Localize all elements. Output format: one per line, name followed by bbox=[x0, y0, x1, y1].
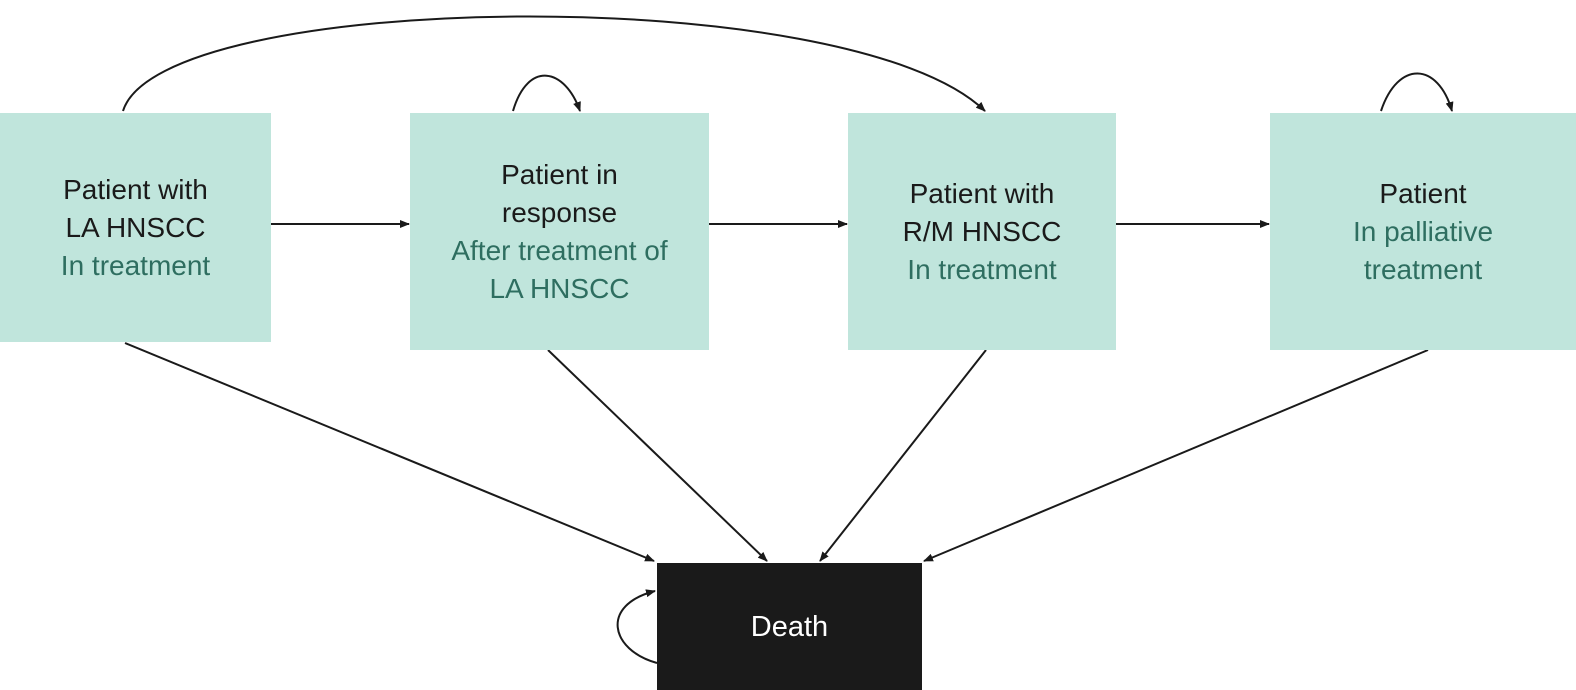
state-rm-hnscc-line-1: Patient with bbox=[909, 177, 1055, 209]
state-la-hnscc-sub-line-1: In treatment bbox=[60, 249, 211, 281]
arrow-death-to-death bbox=[616, 589, 658, 664]
arrow-rm-hnscc-to-death bbox=[819, 349, 987, 562]
state-palliative-line-1: Patient bbox=[1379, 177, 1467, 209]
state-palliative-sub-line-2: treatment bbox=[1363, 253, 1483, 285]
state-response-sub-line-2: LA HNSCC bbox=[489, 272, 630, 304]
state-death-box: Death bbox=[657, 563, 922, 690]
state-rm-hnscc-sub-line-1: In treatment bbox=[907, 253, 1057, 285]
state-death-label: Death bbox=[750, 610, 829, 643]
arrow-response-to-death bbox=[547, 349, 768, 562]
arrow-la-hnscc-to-death bbox=[124, 342, 655, 562]
arrow-response-to-response bbox=[512, 74, 581, 112]
arrow-palliative-to-palliative bbox=[1380, 72, 1454, 112]
arrow-palliative-to-death bbox=[923, 349, 1429, 562]
state-la-hnscc-line-1: Patient with bbox=[63, 173, 208, 205]
state-response-box: Patient in response After treatment of L… bbox=[410, 113, 709, 350]
state-rm-hnscc-box: Patient with R/M HNSCC In treatment bbox=[848, 113, 1116, 350]
state-rm-hnscc-line-2: R/M HNSCC bbox=[902, 215, 1062, 247]
state-la-hnscc-line-2: LA HNSCC bbox=[65, 211, 206, 243]
state-la-hnscc-box: Patient with LA HNSCC In treatment bbox=[0, 113, 271, 342]
state-response-line-2: response bbox=[501, 196, 618, 228]
arrow-la-hnscc-to-rm-hnscc bbox=[122, 15, 986, 112]
state-response-line-1: Patient in bbox=[501, 158, 618, 190]
state-palliative-box: Patient In palliative treatment bbox=[1270, 113, 1576, 350]
state-palliative-sub-line-1: In palliative bbox=[1352, 215, 1494, 247]
state-response-sub-line-1: After treatment of bbox=[451, 234, 668, 266]
